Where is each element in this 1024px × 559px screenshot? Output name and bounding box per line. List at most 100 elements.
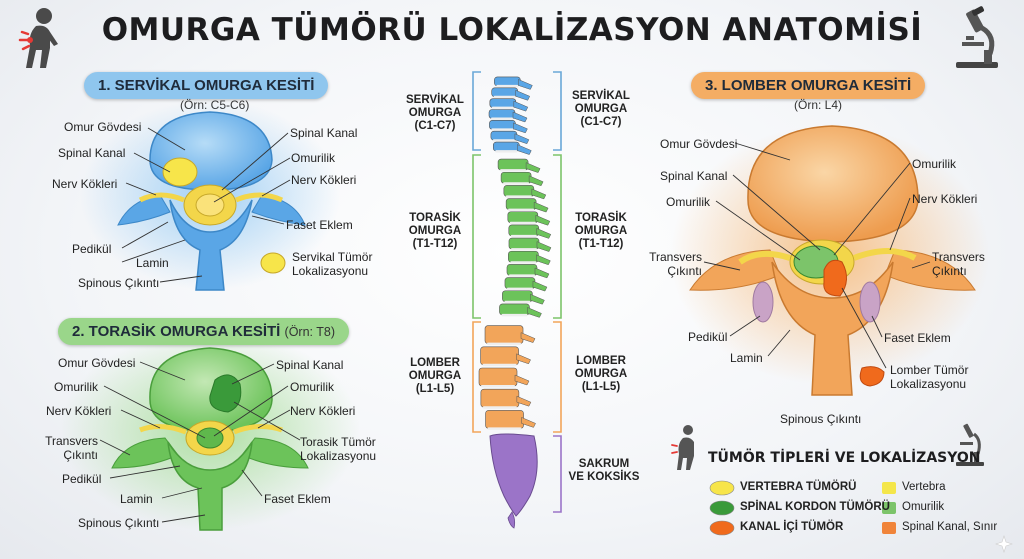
spine-left-cervical-l2: OMURGA	[408, 107, 462, 119]
spine-disc-thoracic-6	[510, 234, 537, 238]
spine-disc-cervical-3	[491, 106, 514, 110]
spine-right-cervical-l1: SERVİKAL	[572, 90, 630, 102]
spine-left-thoracic-l1: TORASİK	[409, 212, 461, 224]
spine-disc-lumbar-3	[481, 385, 516, 388]
lumbar-label-nerv-kokleri: Nerv Kökleri	[912, 192, 978, 206]
spine-right-sacrum-l1: SAKRUM	[578, 458, 630, 470]
spine-disc-lumbar-1	[487, 342, 522, 346]
thoracic-label-transvers: Transvers Çıkıntı	[42, 434, 98, 462]
spine-process-lumbar-3	[514, 374, 530, 386]
spine-vertebra-thoracic-9	[506, 264, 538, 276]
spine-process-cervical-3	[513, 100, 529, 112]
spine-disc-lumbar-5	[487, 427, 522, 430]
spine-right-label-lumbar: LOMBER OMURGA (L1-L5)	[564, 355, 638, 394]
spine-vertebra-thoracic-7	[508, 237, 540, 250]
lumbar-label-omur-govdesi: Omur Gövdesi	[660, 137, 738, 151]
spine-vertebra-lumbar-2	[480, 346, 519, 366]
cervical-label-nerv-kokleri-right: Nerv Kökleri	[291, 173, 357, 187]
spine-vertebra-cervical-1	[494, 76, 521, 87]
lumbar-tumor-line2: Lokalizasyonu	[890, 377, 967, 391]
lumbar-label-spinal-kanal: Spinal Kanal	[660, 169, 728, 183]
spine-vertebra-thoracic-1	[497, 158, 529, 171]
spine-disc-thoracic-12	[501, 313, 528, 317]
lumbar-transvers-right-line2: Çıkıntı	[932, 264, 967, 278]
lumbar-label-omurilik-right: Omurilik	[912, 157, 956, 171]
spine-right-cervical-l3: (C1-C7)	[580, 116, 622, 128]
spine-right-thoracic-l2: OMURGA	[574, 225, 628, 237]
legend-item-vertebra-label: VERTEBRA TÜMÖRÜ	[740, 481, 857, 493]
cervical-label-faset: Faset Eklem	[286, 218, 353, 232]
thoracic-example: (Örn: T8)	[284, 325, 336, 339]
spine-vertebra-thoracic-10	[504, 277, 536, 289]
lumbar-label-transvers-right: Transvers Çıkıntı	[932, 250, 985, 278]
spine-disc-cervical-1	[496, 84, 519, 88]
spine-coccyx	[507, 511, 516, 529]
spine-left-lumbar-l1: LOMBER	[410, 357, 460, 369]
spine-vertebra-lumbar-1	[484, 325, 524, 344]
spine-vertebra-lumbar-3	[478, 367, 518, 387]
spine-process-thoracic-10	[532, 280, 548, 292]
lumbar-example: (Örn: L4)	[794, 98, 843, 112]
spine-disc-cervical-5	[491, 128, 514, 131]
cervical-label-spinous: Spinous Çıkıntı	[78, 276, 160, 290]
legend-swatches	[709, 480, 896, 536]
spine-disc-cervical-4	[491, 117, 514, 120]
spine-right-lumbar-l1: LOMBER	[576, 355, 626, 367]
spine-process-thoracic-12	[527, 307, 542, 318]
thoracic-label-omurilik-right: Omurilik	[290, 380, 334, 394]
cervical-label-tumor: Servikal Tümör Lokalizasyonu	[292, 250, 372, 278]
cervical-label-pedikul: Pedikül	[72, 242, 112, 256]
spine-disc-lumbar-4	[482, 406, 517, 409]
spine-vertebra-cervical-4	[488, 109, 516, 119]
thoracic-label-omurilik-left: Omurilik	[54, 380, 98, 394]
lumbar-tumor-marker	[859, 366, 885, 387]
cervical-label-omur-govdesi: Omur Gövdesi	[64, 120, 142, 134]
legend-key-swatch-1	[882, 482, 896, 494]
spine-process-cervical-6	[514, 133, 530, 145]
thoracic-label-spinal-kanal: Spinal Kanal	[276, 358, 344, 372]
spine-process-thoracic-8	[536, 254, 551, 266]
thoracic-label-nerv-kokleri-right: Nerv Kökleri	[290, 404, 356, 418]
legend-key-omurilik: Omurilik	[902, 501, 945, 513]
cervical-label-nerv-kokleri-left: Nerv Kökleri	[52, 177, 118, 191]
spine-disc-thoracic-10	[506, 287, 533, 291]
spine-vertebra-thoracic-2	[500, 171, 532, 184]
spine-process-cervical-2	[515, 89, 531, 101]
cervical-section-header: 1. SERVİKAL OMURGA KESİTİ	[84, 72, 329, 99]
spine-disc-lumbar-2	[482, 363, 517, 367]
spine-disc-thoracic-2	[503, 182, 530, 185]
spine-right-lumbar-l3: (L1-L5)	[581, 381, 621, 393]
lumbar-label-tumor: Lomber Tümör Lokalizasyonu	[890, 363, 968, 391]
sparkle-icon	[995, 535, 1013, 553]
spine-process-lumbar-2	[516, 353, 531, 365]
thoracic-tumor-marker	[209, 374, 242, 413]
thoracic-label-nerv-kokleri-left: Nerv Kökleri	[46, 404, 112, 418]
cervical-label-lamin: Lamin	[136, 256, 169, 270]
spine-process-thoracic-3	[531, 188, 547, 200]
legend-title: TÜMÖR TİPLERİ VE LOKALİZASYON	[708, 450, 981, 466]
legend-swatch-3	[709, 520, 735, 536]
thoracic-label-faset: Faset Eklem	[264, 492, 331, 506]
spine-vertebra-cervical-6	[490, 130, 518, 141]
spine-process-cervical-4	[512, 111, 528, 123]
thoracic-vertebra	[60, 330, 360, 531]
spine-process-cervical-7	[517, 144, 532, 155]
lumbar-label-omurilik-left: Omurilik	[666, 195, 710, 209]
spine-vertebra-thoracic-12	[499, 303, 530, 316]
spine-left-lumbar-l2: OMURGA	[408, 370, 462, 382]
lumbar-label-faset: Faset Eklem	[884, 331, 951, 345]
lumbar-label-spinous: Spinous Çıkıntı	[780, 412, 862, 426]
spine-vertebra-cervical-3	[489, 98, 517, 108]
spine-left-thoracic-l2: OMURGA	[408, 225, 462, 237]
spine-process-thoracic-6	[536, 228, 552, 239]
spine-disc-cervical-6	[492, 139, 515, 142]
spine-right-thoracic-l3: (T1-T12)	[578, 238, 624, 250]
spine-right-sacrum-l2: VE KOKSİKS	[568, 471, 640, 483]
legend-swatch-1	[709, 480, 735, 496]
spine-vertebra-thoracic-3	[503, 185, 535, 197]
thoracic-label-spinous: Spinous Çıkıntı	[78, 516, 160, 530]
spine-left-cervical-l1: SERVİKAL	[406, 94, 464, 106]
lumbar-section-header: 3. LOMBER OMURGA KESİTİ	[691, 72, 926, 99]
spine-left-label-thoracic: TORASİK OMURGA (T1-T12)	[398, 212, 472, 251]
spine-left-label-cervical: SERVİKAL OMURGA (C1-C7)	[398, 94, 472, 133]
